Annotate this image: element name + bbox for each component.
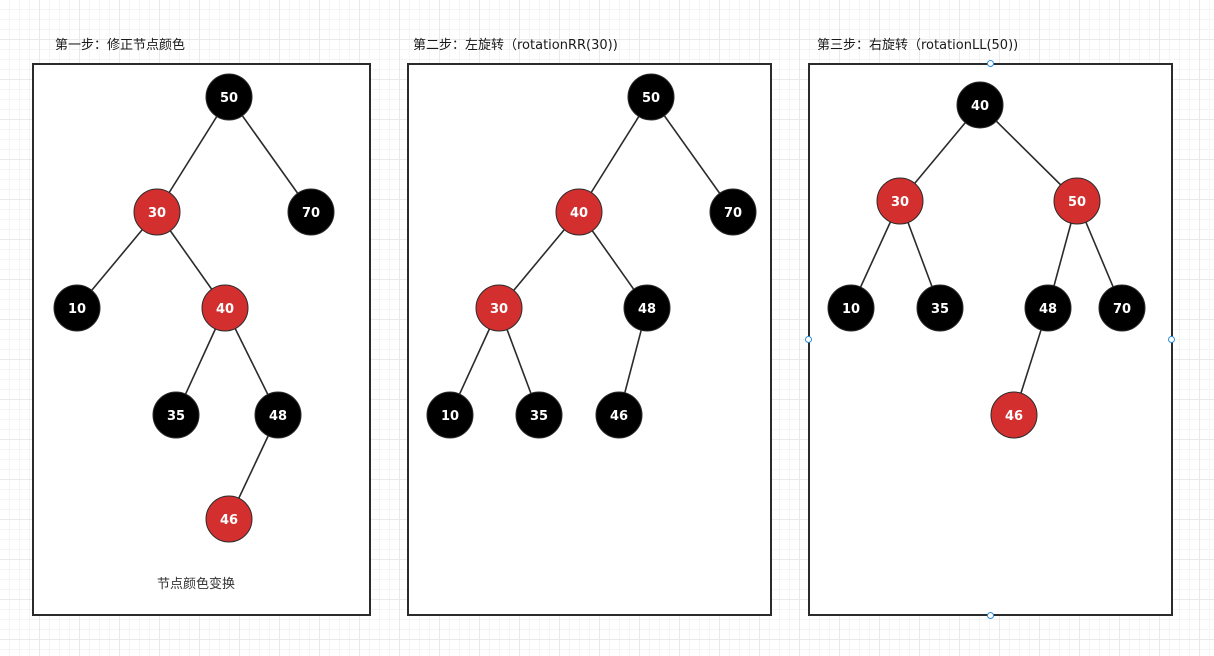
tree-node-35[interactable]: 35 xyxy=(152,391,200,439)
resize-handle-top[interactable] xyxy=(987,60,994,67)
panel-1-edges xyxy=(76,96,312,520)
node-label: 30 xyxy=(490,302,508,317)
tree-node-50[interactable]: 50 xyxy=(205,73,253,121)
node-circle-black xyxy=(827,284,875,332)
node-label: 48 xyxy=(1039,302,1057,317)
node-circle-red xyxy=(1053,177,1101,225)
tree-node-70[interactable]: 70 xyxy=(709,188,757,236)
node-circle-black xyxy=(205,73,253,121)
tree-node-46[interactable]: 46 xyxy=(205,495,253,543)
panel-1-title: 第一步：修正节点颜色 xyxy=(55,38,186,53)
tree-node-40[interactable]: 40 xyxy=(201,284,249,332)
node-label: 40 xyxy=(971,99,989,114)
node-label: 70 xyxy=(724,206,742,221)
edge-50-70 xyxy=(650,96,734,213)
node-label: 35 xyxy=(167,409,185,424)
panel-3-nodes: 40 30 50 10 35 48 70 46 xyxy=(827,81,1146,439)
panel-2-frame[interactable] xyxy=(407,63,772,616)
node-label: 46 xyxy=(220,513,238,528)
resize-handle-right[interactable] xyxy=(1168,336,1175,343)
node-circle-red xyxy=(201,284,249,332)
node-label: 50 xyxy=(220,91,238,106)
tree-node-30[interactable]: 30 xyxy=(876,177,924,225)
tree-node-50[interactable]: 50 xyxy=(627,73,675,121)
node-circle-red xyxy=(555,188,603,236)
tree-node-30[interactable]: 30 xyxy=(133,188,181,236)
node-circle-black xyxy=(709,188,757,236)
tree-node-46[interactable]: 46 xyxy=(595,391,643,439)
node-label: 35 xyxy=(931,302,949,317)
panel-3-title: 第三步：右旋转（rotationLL(50)) xyxy=(817,38,1019,53)
node-circle-black xyxy=(623,284,671,332)
tree-node-10[interactable]: 10 xyxy=(426,391,474,439)
node-circle-black xyxy=(287,188,335,236)
tree-node-70[interactable]: 70 xyxy=(1098,284,1146,332)
node-label: 10 xyxy=(842,302,860,317)
node-circle-black xyxy=(627,73,675,121)
panel-2-title: 第二步：左旋转（rotationRR(30)) xyxy=(413,38,618,53)
panel-1-frame[interactable] xyxy=(32,63,371,616)
node-circle-red xyxy=(133,188,181,236)
tree-node-48[interactable]: 48 xyxy=(1024,284,1072,332)
panel-3-edges xyxy=(850,104,1123,416)
node-label: 10 xyxy=(68,302,86,317)
tree-node-40[interactable]: 40 xyxy=(555,188,603,236)
node-label: 10 xyxy=(441,409,459,424)
node-circle-black xyxy=(956,81,1004,129)
node-circle-black xyxy=(515,391,563,439)
node-circle-red xyxy=(205,495,253,543)
node-label: 50 xyxy=(642,91,660,106)
panel-2-nodes: 50 40 70 30 48 10 35 46 xyxy=(426,73,757,439)
node-circle-red xyxy=(475,284,523,332)
node-label: 48 xyxy=(638,302,656,317)
resize-handle-left[interactable] xyxy=(805,336,812,343)
tree-node-46[interactable]: 46 xyxy=(990,391,1038,439)
tree-node-48[interactable]: 48 xyxy=(254,391,302,439)
edge-50-70 xyxy=(228,96,312,213)
panel-1-caption: 节点颜色变换 xyxy=(157,577,236,592)
node-label: 30 xyxy=(148,206,166,221)
panel-2-edges xyxy=(449,96,734,416)
node-circle-black xyxy=(426,391,474,439)
node-circle-black xyxy=(916,284,964,332)
node-label: 35 xyxy=(530,409,548,424)
node-label: 46 xyxy=(1005,409,1023,424)
tree-node-50[interactable]: 50 xyxy=(1053,177,1101,225)
node-circle-black xyxy=(152,391,200,439)
node-label: 48 xyxy=(269,409,287,424)
tree-node-40[interactable]: 40 xyxy=(956,81,1004,129)
node-label: 46 xyxy=(610,409,628,424)
node-circle-black xyxy=(595,391,643,439)
node-label: 30 xyxy=(891,195,909,210)
tree-node-30[interactable]: 30 xyxy=(475,284,523,332)
tree-node-35[interactable]: 35 xyxy=(916,284,964,332)
node-circle-red xyxy=(876,177,924,225)
node-circle-black xyxy=(53,284,101,332)
tree-node-10[interactable]: 10 xyxy=(827,284,875,332)
tree-node-48[interactable]: 48 xyxy=(623,284,671,332)
tree-node-70[interactable]: 70 xyxy=(287,188,335,236)
node-circle-red xyxy=(990,391,1038,439)
tree-node-35[interactable]: 35 xyxy=(515,391,563,439)
node-circle-black xyxy=(254,391,302,439)
node-label: 40 xyxy=(216,302,234,317)
tree-node-10[interactable]: 10 xyxy=(53,284,101,332)
node-label: 70 xyxy=(1113,302,1131,317)
node-label: 70 xyxy=(302,206,320,221)
node-label: 40 xyxy=(570,206,588,221)
node-label: 50 xyxy=(1068,195,1086,210)
resize-handle-bottom[interactable] xyxy=(987,612,994,619)
node-circle-black xyxy=(1098,284,1146,332)
node-circle-black xyxy=(1024,284,1072,332)
panel-1-nodes: 50 30 70 10 40 35 48 46 xyxy=(53,73,335,543)
